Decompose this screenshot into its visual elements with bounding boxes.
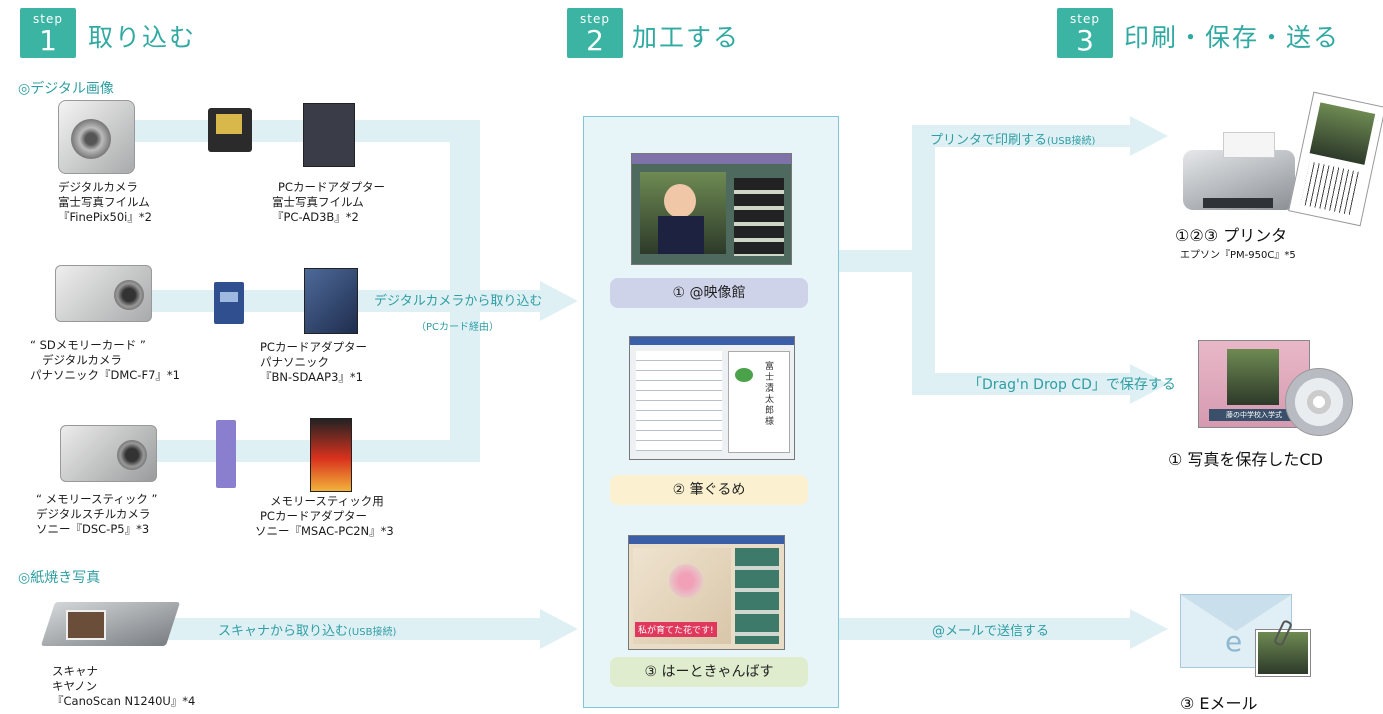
caption-adapter1: PCカードアダプター 富士写真フイルム 『PC-AD3B』*2 <box>272 180 385 225</box>
flow-label-scanner-main: スキャナから取り込む <box>218 624 349 639</box>
caption-camera1-line3: 『FinePix50i』*2 <box>58 210 152 224</box>
step3-word: step <box>1070 12 1100 26</box>
caption-camera2: “ SDメモリーカード ” デジタルカメラ パナソニック『DMC-F7』*1 <box>30 338 180 383</box>
scanner-image <box>40 592 181 654</box>
step3-title: 印刷・保存・送る <box>1124 23 1341 52</box>
step1-number: 1 <box>39 24 57 57</box>
app3-label[interactable]: ③ はーときゃんばす <box>610 657 808 687</box>
sd-card-image <box>214 282 244 324</box>
flow-band-out-vertical <box>912 125 935 395</box>
caption-scanner-line2: キヤノン <box>52 679 98 693</box>
caption-adapter3-line1: メモリースティック用 <box>270 494 384 508</box>
caption-camera1-line1: デジタルカメラ <box>58 180 138 194</box>
caption-adapter2-line3: 『BN-SDAAP3』*1 <box>260 370 363 384</box>
printer-image <box>1183 128 1303 218</box>
camera-dsc-p5-image <box>60 425 157 482</box>
caption-camera1: デジタルカメラ 富士写真フイルム 『FinePix50i』*2 <box>58 180 152 225</box>
mail-title: ③ Eメール <box>1180 694 1258 713</box>
section-digital-title: ◎デジタル画像 <box>18 81 114 97</box>
printed-photo-image <box>1288 91 1383 227</box>
flow-band-out <box>839 250 935 272</box>
caption-adapter1-line2: 富士写真フイルム <box>272 195 364 209</box>
cd-disc-image <box>1285 368 1353 436</box>
caption-camera2-line1: “ SDメモリーカード ” <box>30 338 146 352</box>
app2-label[interactable]: ② 筆ぐるめ <box>610 475 808 505</box>
caption-adapter2-line2: パナソニック <box>260 355 329 369</box>
printer-subtitle: エプソン『PM-950C』*5 <box>1180 250 1296 261</box>
caption-adapter2: PCカードアダプター パナソニック 『BN-SDAAP3』*1 <box>260 340 367 385</box>
app1-screen-image <box>631 153 792 265</box>
caption-adapter3-line2: PCカードアダプター <box>260 509 367 523</box>
flow-label-camera-import-sub: （PCカード経由） <box>416 322 500 333</box>
flow-label-save: 「Drag'n Drop CD」で保存する <box>968 377 1176 393</box>
app1-label[interactable]: ① @映像館 <box>610 278 808 308</box>
step1-title: 取り込む <box>88 23 197 52</box>
app2-screen-image: 富士漬太郎様 <box>629 336 795 460</box>
app3-screen-banner: 私が育てた花です! <box>635 622 717 637</box>
pc-card-adapter-msac-image <box>310 418 352 492</box>
cd-label-text: 藤の中学校入学式 <box>1209 409 1299 421</box>
step1-badge: step 1 <box>20 8 76 58</box>
camera-dmc-f7-image <box>55 265 152 322</box>
flow-label-scanner-import: スキャナから取り込む(USB接続) <box>218 620 396 639</box>
step2-title: 加工する <box>632 23 741 52</box>
pc-card-adapter-sdaap3-image <box>304 268 358 334</box>
caption-adapter1-line1: PCカードアダプター <box>278 180 385 194</box>
printer-title: ①②③ プリンタ <box>1175 226 1288 245</box>
envelope-e-glyph: e <box>1225 625 1243 658</box>
caption-adapter3-line3: ソニー『MSAC-PC2N』*3 <box>255 524 394 538</box>
step1-word: step <box>33 12 63 26</box>
caption-adapter3: メモリースティック用 PCカードアダプター ソニー『MSAC-PC2N』*3 <box>255 494 394 539</box>
section-paper-title: ◎紙焼き写真 <box>18 570 101 586</box>
arrow-camera-import <box>540 281 578 321</box>
arrow-print <box>1130 116 1168 156</box>
flow-band-save <box>912 373 1130 395</box>
flow-label-camera-import: デジタルカメラから取り込む <box>374 294 543 309</box>
flow-label-print-main: プリンタで印刷する <box>930 133 1048 148</box>
caption-scanner: スキャナ キヤノン 『CanoScan N1240U』*4 <box>52 664 195 709</box>
caption-camera3-line2: デジタルスチルカメラ <box>36 507 151 521</box>
arrow-mail <box>1130 609 1168 649</box>
memory-stick-image <box>216 420 236 488</box>
arrow-save <box>1130 364 1168 404</box>
flow-label-scanner-sub: (USB接続) <box>348 627 397 638</box>
smartmedia-card-image <box>208 108 252 152</box>
flow-band-mail <box>839 618 1130 640</box>
step3-number: 3 <box>1076 24 1094 57</box>
caption-adapter1-line3: 『PC-AD3B』*2 <box>272 210 359 224</box>
app2-screen-text: 富士漬太郎様 <box>765 362 775 427</box>
step2-badge: step 2 <box>567 8 623 58</box>
arrow-scanner-import <box>540 609 578 649</box>
caption-camera3: “ メモリースティック ” デジタルスチルカメラ ソニー『DSC-P5』*3 <box>36 492 157 537</box>
flow-label-mail: @メールで送信する <box>932 624 1050 639</box>
app3-screen-image: 私が育てた花です! <box>628 535 785 650</box>
caption-camera2-line3: パナソニック『DMC-F7』*1 <box>30 368 180 382</box>
step2-word: step <box>580 12 610 26</box>
step3-badge: step 3 <box>1057 8 1113 58</box>
flow-label-print: プリンタで印刷する(USB接続) <box>930 129 1095 148</box>
cd-title: ① 写真を保存したCD <box>1168 450 1323 469</box>
caption-camera1-line2: 富士写真フイルム <box>58 195 150 209</box>
caption-camera2-line2: デジタルカメラ <box>42 353 122 367</box>
flow-band-row2 <box>130 290 450 312</box>
caption-camera3-line3: ソニー『DSC-P5』*3 <box>36 522 150 536</box>
caption-scanner-line3: 『CanoScan N1240U』*4 <box>52 694 196 708</box>
flow-band-row3 <box>130 440 480 462</box>
camera-finepix-image <box>58 100 135 174</box>
flow-band-to-panel <box>450 290 540 312</box>
step2-number: 2 <box>586 24 604 57</box>
caption-camera3-line1: “ メモリースティック ” <box>36 492 158 506</box>
caption-adapter2-line1: PCカードアダプター <box>260 340 367 354</box>
pc-card-adapter-ad3b-image <box>303 103 355 167</box>
flow-band-scanner <box>160 618 540 640</box>
caption-scanner-line1: スキャナ <box>52 664 98 678</box>
flow-band-print <box>912 125 1130 147</box>
mail-photo-image <box>1256 630 1310 676</box>
flow-label-print-sub: (USB接続) <box>1047 136 1096 147</box>
